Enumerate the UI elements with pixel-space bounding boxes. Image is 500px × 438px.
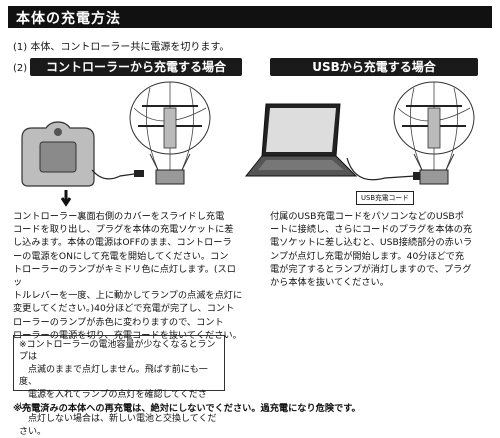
title-bar: 本体の充電方法 xyxy=(8,6,492,28)
usb-section-header: USBから充電する場合 xyxy=(270,58,478,76)
usb-cable xyxy=(346,157,423,181)
step-2-number: (2) xyxy=(13,63,28,74)
controller-instructions: コントローラー裏面右側のカバーをスライドし充電 コードを取り出し、プラグを本体の… xyxy=(13,211,243,341)
usb-instructions: 付属のUSB充電コードをパソコンなどのUSBポ ートに接続し、さらにコードのプラ… xyxy=(270,211,473,289)
balloon-helicopter-right xyxy=(393,81,475,185)
controller-charging-cord xyxy=(91,169,144,180)
step-1-text: (1) 本体、コントローラー共に電源を切ります。 xyxy=(13,42,230,53)
controller-illustration xyxy=(21,121,95,207)
page-title: 本体の充電方法 xyxy=(16,11,121,27)
overcharge-warning: ※充電済みの本体への再充電は、絶対にしないでください。過充電になり危険です。 xyxy=(13,403,361,414)
battery-note: ※コントローラーの電池容量が少なくなるとランプは 点滅のままで点灯しません。飛ば… xyxy=(13,335,225,437)
usb-cable-label: USB充電コード xyxy=(356,191,414,205)
balloon-helicopter-left xyxy=(129,81,211,185)
controller-section-header: コントローラーから充電する場合 xyxy=(30,58,242,76)
laptop-illustration xyxy=(244,103,358,177)
